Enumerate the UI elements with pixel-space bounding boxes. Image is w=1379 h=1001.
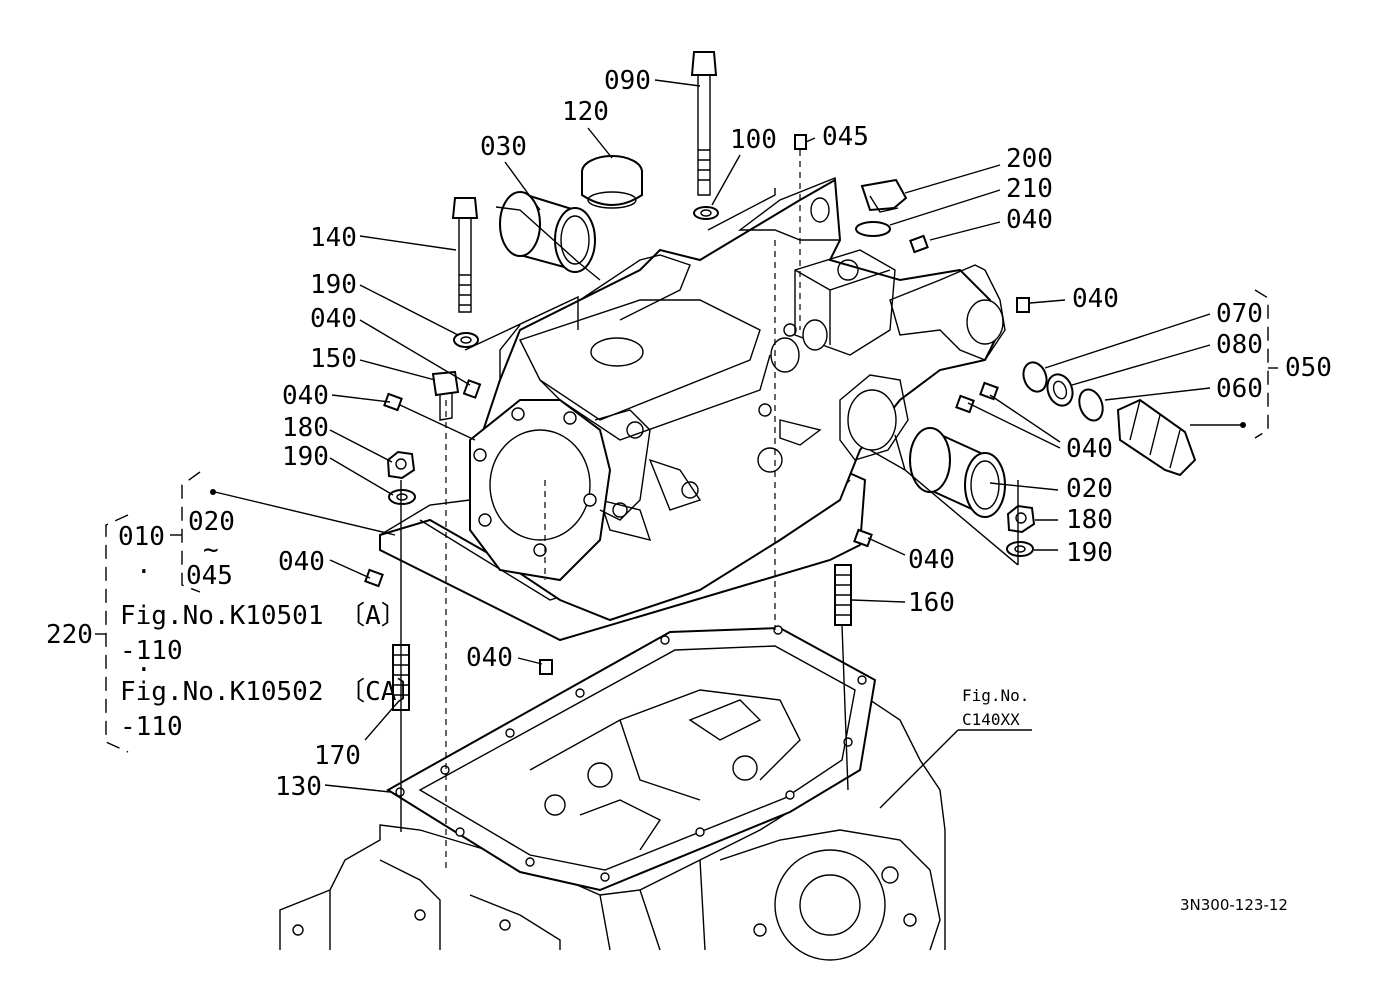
- label-190-a: 190: [310, 270, 357, 300]
- washer-190-left: [388, 489, 416, 505]
- label-190-b: 190: [282, 442, 329, 472]
- label-fig-no: Fig.No.: [962, 686, 1029, 705]
- ref-dot-010: [210, 489, 216, 495]
- part-labels: 090 120 100 045 030 200 210 040 140 040 …: [46, 66, 1332, 914]
- label-120: 120: [562, 97, 609, 127]
- breather-200: [860, 178, 908, 213]
- label-040-c: 040: [310, 304, 357, 334]
- label-c140xx: C140XX: [962, 710, 1020, 729]
- label-090: 090: [604, 66, 651, 96]
- label-050: 050: [1285, 353, 1332, 383]
- bushing-030: [499, 191, 596, 273]
- ref-dot-050: [1240, 422, 1246, 428]
- label-dot-2: ·: [136, 655, 152, 685]
- gasket-130: [386, 625, 877, 892]
- label-060: 060: [1216, 374, 1263, 404]
- label-020-a: 020: [1066, 474, 1113, 504]
- label-160: 160: [908, 588, 955, 618]
- bolt-140: [451, 197, 479, 313]
- label-070: 070: [1216, 299, 1263, 329]
- cylinder-front-cover: [469, 399, 651, 582]
- label-130: 130: [275, 772, 322, 802]
- o-ring-070: [1022, 361, 1048, 393]
- label-210: 210: [1006, 174, 1053, 204]
- washer-100: [693, 206, 719, 220]
- label-200: 200: [1006, 144, 1053, 174]
- label-080: 080: [1216, 330, 1263, 360]
- leader-lines: [214, 79, 1245, 809]
- label-minus-110-a: -110: [120, 636, 183, 666]
- label-040-f: 040: [278, 547, 325, 577]
- washer-190-upper: [453, 332, 479, 348]
- label-fig-k10501: Fig.No.K10501 〔A〕: [120, 601, 407, 631]
- label-045-top: 045: [822, 122, 869, 152]
- group-brackets: [95, 289, 1278, 753]
- label-020-b: 020: [188, 507, 235, 537]
- washer-190-right: [1006, 541, 1034, 557]
- backup-ring-080: [1046, 373, 1074, 407]
- plug-120: [581, 155, 643, 209]
- set-screws-040: [364, 134, 1030, 675]
- label-040-d: 040: [282, 381, 329, 411]
- label-tilde: ~: [203, 535, 219, 565]
- label-minus-110-b: -110: [120, 712, 183, 742]
- label-030: 030: [480, 132, 527, 162]
- nut-180-right: [1006, 504, 1036, 534]
- stud-160: [834, 564, 852, 626]
- label-010: 010: [118, 522, 165, 552]
- label-180-a: 180: [282, 413, 329, 443]
- label-100: 100: [730, 125, 777, 155]
- label-150: 150: [310, 344, 357, 374]
- drawing-code: 3N300-123-12: [1180, 896, 1288, 914]
- bushing-020: [909, 427, 1006, 518]
- nut-180-left: [386, 450, 416, 480]
- bolt-090: [690, 51, 718, 196]
- label-040-b: 040: [1072, 284, 1119, 314]
- relief-valve-050: [1116, 398, 1197, 477]
- bolt-150: [431, 370, 460, 421]
- label-040-h: 040: [466, 643, 513, 673]
- label-040-e: 040: [1066, 434, 1113, 464]
- label-045-range: 045: [186, 561, 233, 591]
- o-ring-060: [1078, 388, 1104, 422]
- label-140: 140: [310, 223, 357, 253]
- transmission-case: [279, 698, 946, 961]
- label-180-b: 180: [1066, 505, 1113, 535]
- label-190-c: 190: [1066, 538, 1113, 568]
- label-fig-k10502: Fig.No.K10502 〔CA〕: [120, 677, 422, 707]
- o-ring-210: [855, 221, 891, 237]
- label-040-g: 040: [908, 545, 955, 575]
- label-dot-1: ·: [136, 557, 152, 587]
- label-220: 220: [46, 620, 93, 650]
- label-170: 170: [314, 741, 361, 771]
- label-040-a: 040: [1006, 205, 1053, 235]
